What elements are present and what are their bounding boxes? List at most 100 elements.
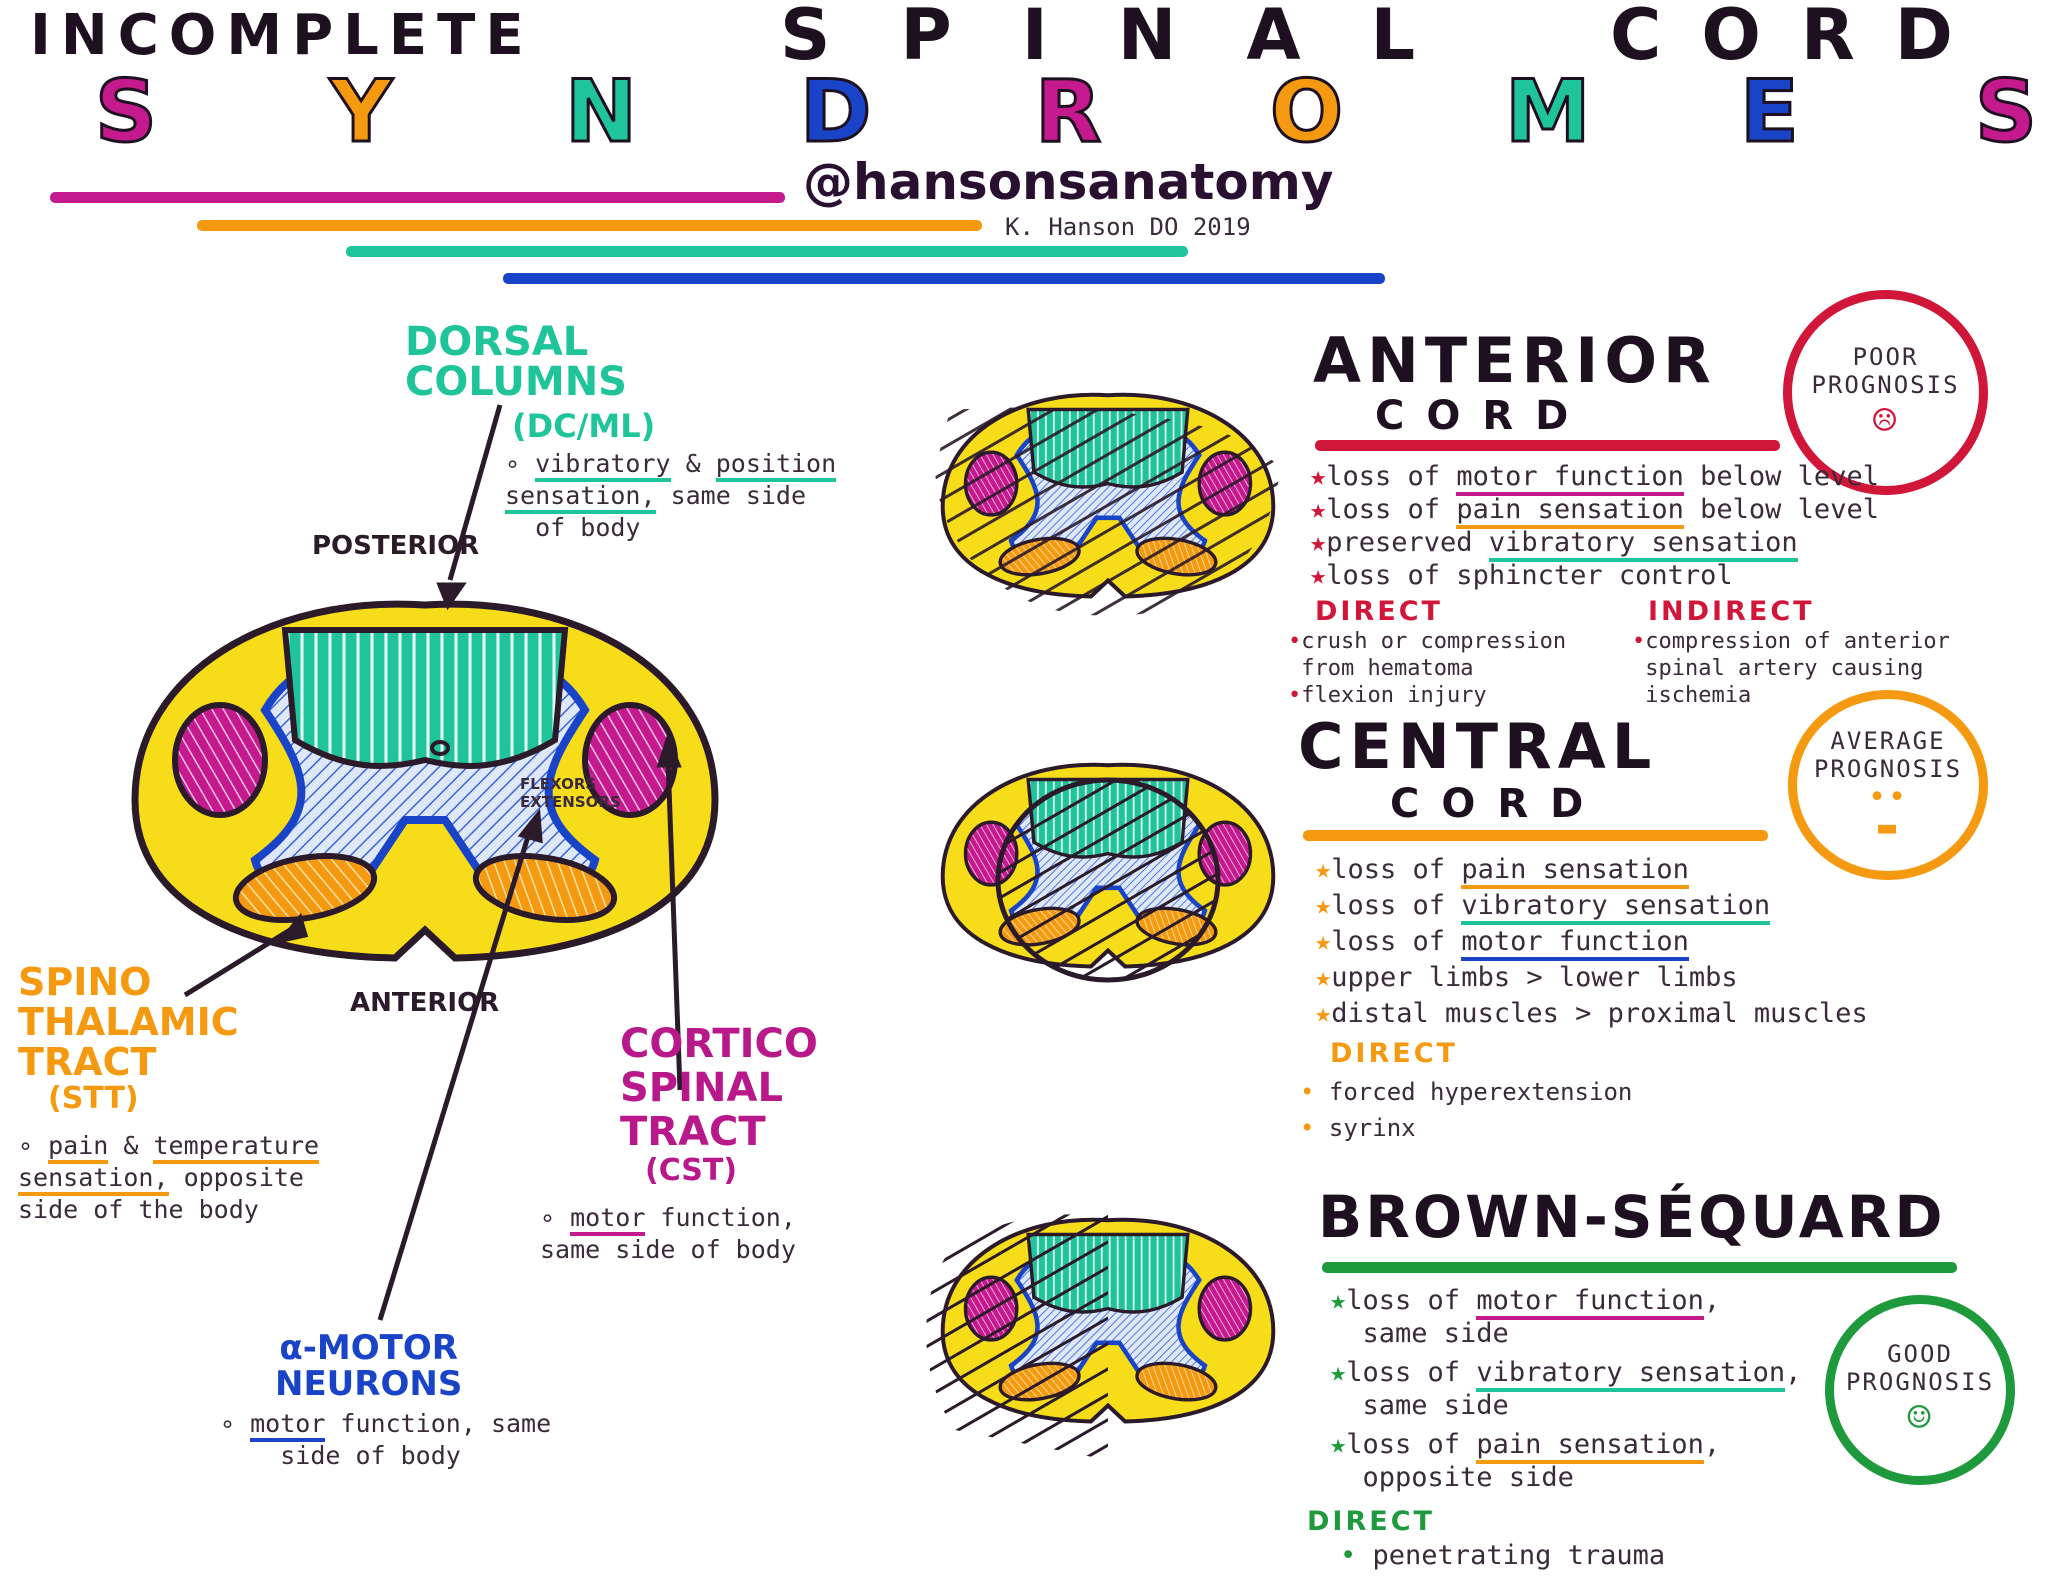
t: α-MOTOR [279, 1328, 458, 1368]
t: compression of anterior [1645, 629, 1950, 654]
t: (CST) [645, 1153, 738, 1188]
t: , [1703, 1285, 1721, 1316]
star-icon: ★ [1310, 527, 1327, 558]
t: syrinx [1328, 1114, 1416, 1142]
syndromes-letter: O [1268, 62, 1344, 162]
t: NEURONS [275, 1364, 463, 1404]
central-direct-list: • forced hyperextension• syrinx [1300, 1078, 1633, 1142]
finding-item: ★loss of motor function, same side [1330, 1284, 1801, 1350]
t: preserved [1326, 527, 1489, 558]
anterior-label: ANTERIOR [350, 988, 500, 1018]
star-icon: ★ [1315, 854, 1332, 885]
t: PROGNOSIS [1813, 755, 1963, 783]
t: opposite side [1362, 1462, 1574, 1493]
t: motor [250, 1409, 326, 1442]
finding-item: ★preserved vibratory sensation [1310, 526, 1879, 562]
t: ischemia [1645, 683, 1752, 708]
t: side of body [280, 1441, 461, 1470]
teal-line [346, 246, 1188, 257]
magenta-line [50, 192, 785, 203]
syndromes-letter: D [798, 62, 872, 162]
central-direct-label: DIRECT [1330, 1038, 1458, 1069]
t: crush or compression [1301, 629, 1567, 654]
t: THALAMIC [18, 1000, 239, 1044]
finding-item: ★loss of motor function below level [1310, 460, 1879, 496]
t: position [715, 449, 837, 482]
t: same side [655, 481, 807, 510]
star-icon: ★ [1330, 1429, 1347, 1460]
highlight: vibratory sensation [1461, 890, 1771, 925]
central-lesion-hatch [995, 777, 1221, 983]
t: motor [570, 1203, 646, 1236]
highlight: pain sensation [1476, 1429, 1704, 1464]
star-icon: ★ [1310, 461, 1327, 492]
t: same side [1362, 1318, 1509, 1349]
brown-direct-list: • penetrating trauma [1340, 1540, 1666, 1571]
t: from hematoma [1301, 656, 1474, 681]
syndromes-letter: Y [328, 62, 393, 162]
neutral-face-icon: ••▬ [1867, 780, 1909, 845]
anterior-indirect-list: •compression of anterior spinal artery c… [1632, 629, 1950, 708]
t: & [108, 1131, 154, 1160]
t: flexion injury [1301, 683, 1487, 708]
central-cord-subtitle: CORD [1390, 781, 1606, 827]
highlight: pain sensation [1461, 854, 1689, 889]
t: below level [1683, 494, 1879, 525]
t: function, same [325, 1409, 552, 1438]
cst-description: ∘ motor function,same side of body [540, 1203, 796, 1264]
t: loss of [1346, 1429, 1477, 1460]
star-icon: ★ [1310, 560, 1327, 591]
t: penetrating trauma [1372, 1540, 1666, 1571]
syndromes-letter: R [1033, 62, 1102, 162]
syndromes-letter: S [94, 62, 159, 162]
author: K. Hanson DO 2019 [1005, 213, 1251, 241]
t: of body [535, 513, 641, 542]
star-icon: ★ [1315, 962, 1332, 993]
t: loss of [1346, 1357, 1477, 1388]
t: pain [48, 1131, 109, 1164]
t: TRACT [18, 1040, 157, 1084]
syndromes-letter: S [1974, 62, 2039, 162]
t: loss of [1331, 926, 1462, 957]
t: side of the body [18, 1195, 259, 1224]
central-canal [430, 740, 450, 756]
title-cord: CORD [1610, 0, 1993, 76]
anterior-findings: ★loss of motor function below level★loss… [1310, 460, 1879, 592]
dorsal-l2: COLUMNS [405, 359, 627, 405]
happy-face-icon: ☺ [1906, 1395, 1934, 1441]
central-cord-title: CENTRAL [1298, 710, 1658, 783]
anterior-cord-subtitle: CORD [1375, 393, 1591, 439]
blue-line [503, 273, 1385, 284]
anterior-direct-label: DIRECT [1315, 596, 1443, 627]
t: loss of [1326, 461, 1457, 492]
t: function, [645, 1203, 796, 1232]
t: vibratory [535, 449, 671, 482]
syndromes-letter: N [564, 62, 639, 162]
t: spinal artery causing [1645, 656, 1924, 681]
highlight: vibratory sensation [1488, 527, 1798, 562]
t: same side [1362, 1390, 1509, 1421]
brown-sequard-title: BROWN-SÉQUARD [1318, 1183, 1946, 1251]
star-icon: ★ [1330, 1285, 1347, 1316]
posterior-label: POSTERIOR [312, 531, 480, 561]
t: SPINAL [620, 1065, 783, 1111]
star-icon: ★ [1315, 998, 1332, 1029]
star-icon: ★ [1315, 926, 1332, 957]
brown-sequard-findings: ★loss of motor function, same side★loss … [1330, 1284, 1801, 1500]
t: forced hyperextension [1328, 1078, 1633, 1106]
finding-item: ★loss of vibratory sensation, same side [1330, 1356, 1801, 1422]
dcml-abbr: (DC/ML) [512, 407, 656, 445]
t: below level [1683, 461, 1879, 492]
brown-direct-label: DIRECT [1307, 1506, 1435, 1537]
amn-description: ∘ motor function, same side of body [220, 1409, 552, 1470]
t: POOR [1852, 342, 1919, 371]
highlight: motor function [1456, 461, 1684, 496]
